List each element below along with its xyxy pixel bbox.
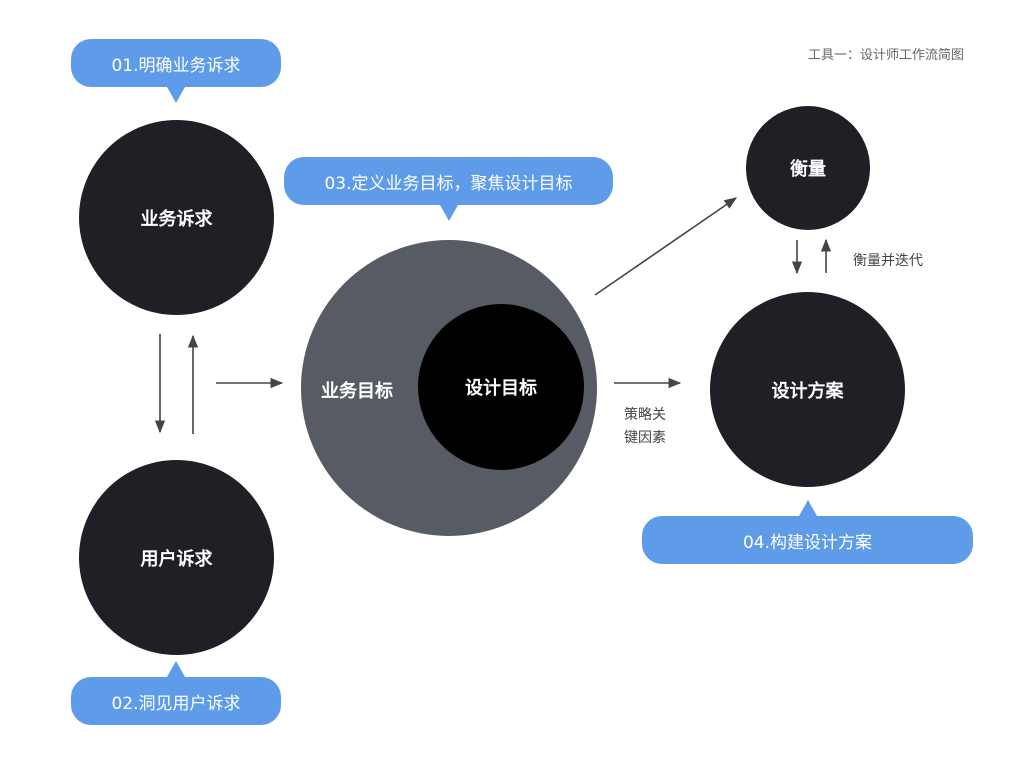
business-goal-label: 业务目标 bbox=[321, 381, 393, 402]
step-4-bubble: 04.构建设计方案 bbox=[642, 500, 973, 564]
arrow-to-measure bbox=[594, 197, 738, 296]
diagram-caption: 工具一：设计师工作流简图 bbox=[808, 48, 965, 63]
step-2-bubble: 02.洞见用户诉求 bbox=[71, 661, 281, 725]
strategy-label-line2: 键因素 bbox=[624, 430, 666, 446]
user-appeal-node: 用户诉求 bbox=[79, 460, 274, 655]
measure-node: 衡量 bbox=[746, 106, 870, 230]
strategy-label-line1: 策略关 bbox=[624, 407, 666, 423]
step-3-bubble: 03.定义业务目标，聚焦设计目标 bbox=[284, 157, 613, 221]
design-plan-node: 设计方案 bbox=[710, 292, 905, 487]
design-goal-node: 设计目标 bbox=[418, 304, 584, 470]
measure-iterate-label: 衡量并迭代 bbox=[853, 253, 923, 269]
business-appeal-node: 业务诉求 bbox=[79, 120, 274, 315]
step-1-bubble: 01.明确业务诉求 bbox=[71, 39, 281, 103]
